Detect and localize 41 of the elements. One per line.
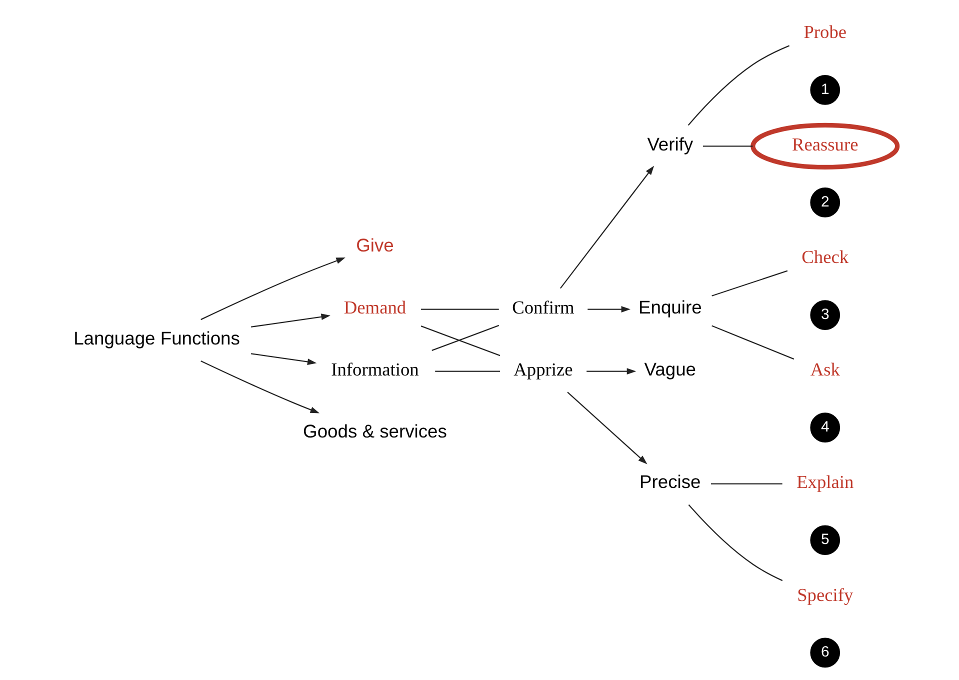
- node-text: Language Functions: [73, 328, 240, 349]
- node-text: Enquire: [638, 296, 702, 318]
- node-circle: 1: [810, 74, 840, 105]
- node-text: Specify: [796, 584, 853, 605]
- node-text: Confirm: [512, 298, 574, 318]
- connector: [711, 270, 788, 296]
- node-text: Ask: [810, 360, 840, 380]
- node-text: Check: [801, 247, 848, 268]
- node-text: Explain: [796, 472, 854, 492]
- arrow: [566, 392, 647, 464]
- arrow: [559, 166, 654, 289]
- connector: [688, 504, 782, 582]
- connector: [711, 325, 794, 360]
- node-text: Vague: [644, 358, 696, 380]
- node-text: Apprize: [513, 360, 572, 380]
- arrow: [250, 314, 330, 328]
- arrow: [250, 353, 316, 365]
- arrow: [587, 306, 630, 312]
- connector: [420, 326, 500, 356]
- connector: [702, 146, 752, 147]
- node-circle: 4: [810, 412, 840, 442]
- node-ellipse: Reassure: [750, 122, 900, 170]
- node-circle: 6: [810, 638, 840, 668]
- arrow: [200, 360, 320, 414]
- connector: [434, 370, 500, 372]
- connector: [710, 483, 782, 484]
- node-text: Give: [356, 234, 394, 256]
- node-circle: 3: [810, 300, 840, 330]
- node-text: Probe: [803, 22, 846, 42]
- connector: [687, 45, 790, 126]
- node-text: Precise: [639, 471, 700, 492]
- connector: [431, 324, 499, 352]
- connector: [420, 308, 498, 310]
- node-text: Demand: [343, 298, 406, 318]
- node-circle: 5: [810, 525, 840, 556]
- arrow: [200, 258, 345, 320]
- node-text: Goods & services: [302, 420, 446, 442]
- node-circle: 2: [810, 188, 840, 218]
- arrow: [586, 368, 636, 375]
- node-text: Verify: [646, 134, 693, 155]
- node-text: Information: [330, 360, 418, 380]
